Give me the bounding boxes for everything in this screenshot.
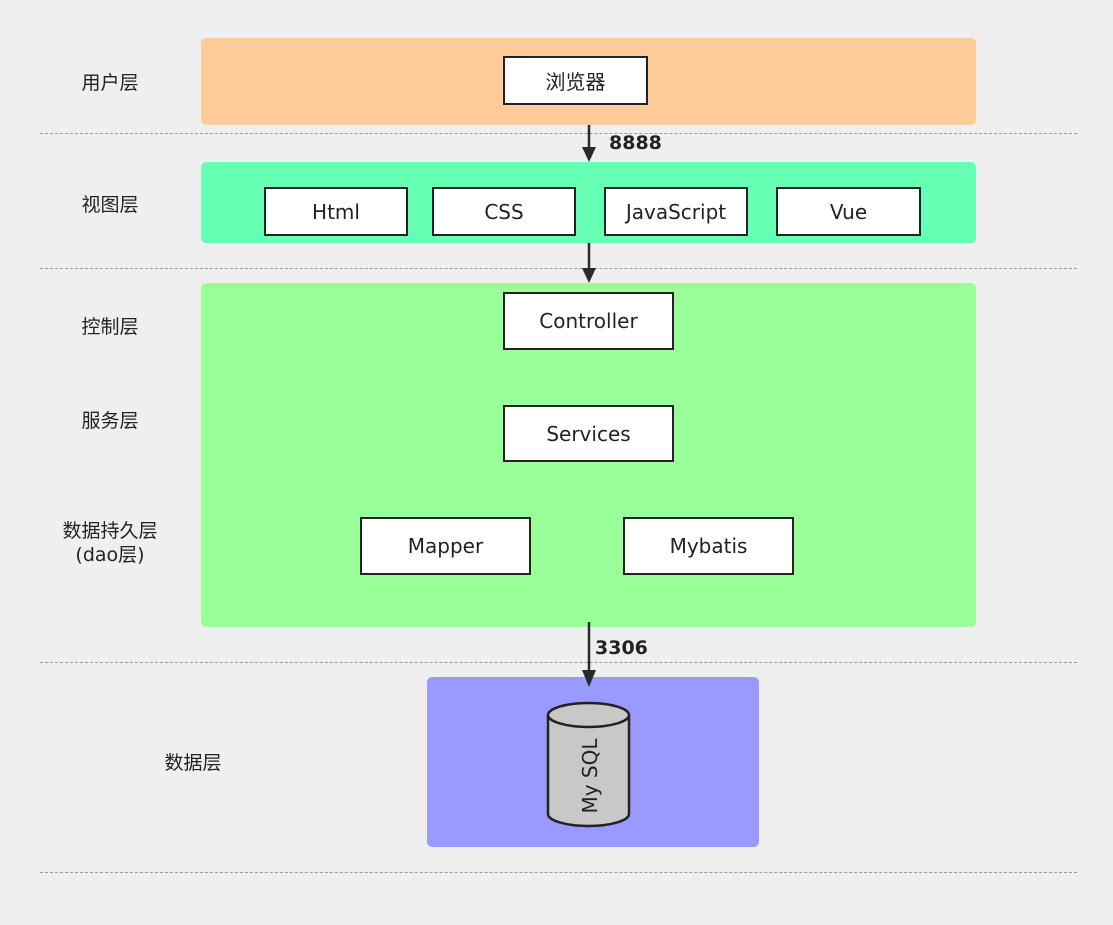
db-port-label: 3306 — [595, 637, 648, 659]
separator-2 — [40, 268, 1077, 269]
arrow-view-to-controller — [582, 243, 596, 283]
mapper-node: Mapper — [360, 517, 531, 575]
layer-label-data: 数据层 — [164, 752, 222, 774]
layer-label-persistence-line1: 数据持久层 — [62, 520, 158, 542]
layer-label-controller: 控制层 — [81, 316, 139, 338]
separator-4 — [40, 872, 1077, 873]
vue-node: Vue — [776, 187, 921, 236]
arrow-backend-to-database — [582, 622, 596, 687]
layer-label-view: 视图层 — [81, 194, 139, 216]
database-cylinder-icon — [546, 701, 631, 828]
separator-3 — [40, 662, 1077, 663]
separator-1 — [40, 133, 1077, 134]
mybatis-node: Mybatis — [623, 517, 794, 575]
layer-label-persistence-line2: (dao层) — [75, 544, 145, 566]
javascript-node: JavaScript — [604, 187, 748, 236]
layer-label-service: 服务层 — [81, 410, 139, 432]
html-node: Html — [264, 187, 408, 236]
controller-node: Controller — [503, 292, 674, 350]
browser-node: 浏览器 — [503, 56, 648, 105]
services-node: Services — [503, 405, 674, 462]
arrow-browser-to-view — [582, 125, 596, 162]
layer-label-persistence: 数据持久层 (dao层) — [50, 519, 170, 567]
mysql-label: My SQL — [578, 738, 602, 814]
http-port-label: 8888 — [609, 132, 662, 154]
css-node: CSS — [432, 187, 576, 236]
layer-label-user: 用户层 — [81, 72, 139, 94]
